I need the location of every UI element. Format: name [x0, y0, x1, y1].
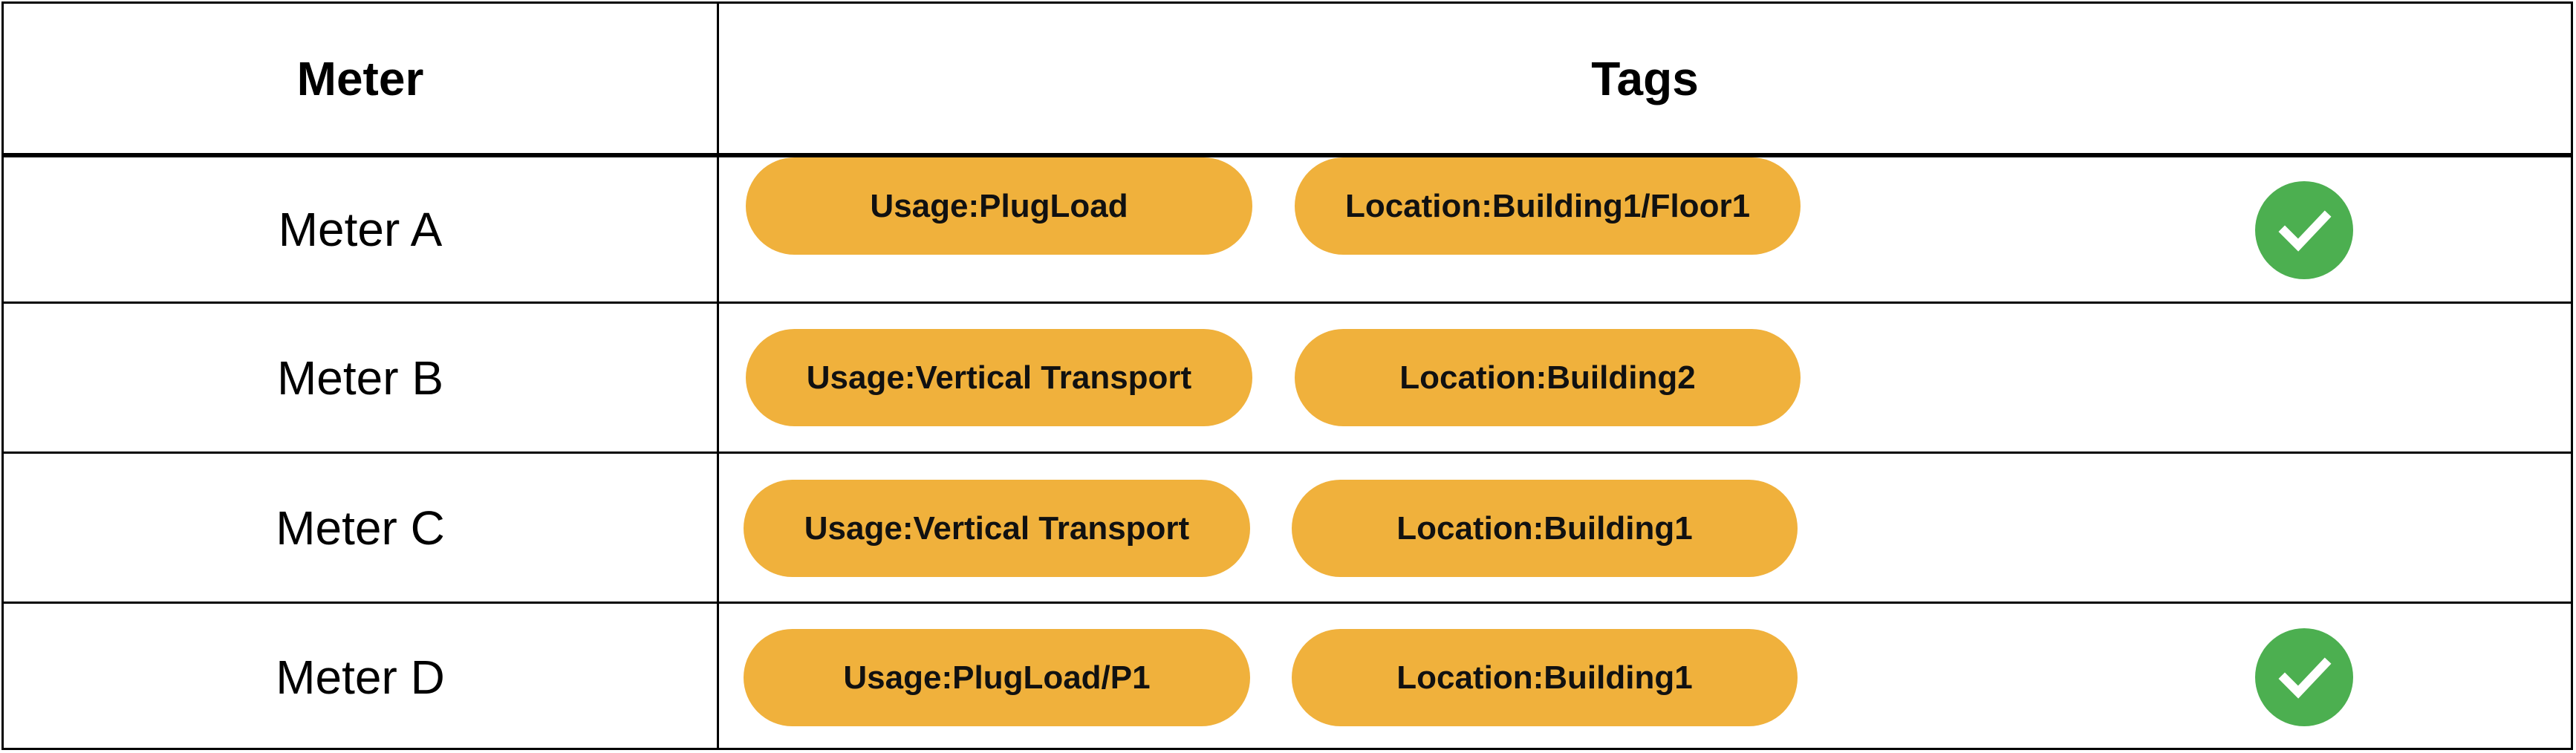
usage-tag: Usage:Vertical Transport [746, 329, 1252, 426]
usage-tag: Usage:PlugLoad/P1 [744, 629, 1250, 726]
row-divider [4, 301, 2571, 304]
meter-column-header: Meter [296, 51, 424, 105]
table-row-meter-d: Meter D Usage:PlugLoad/P1 Location:Build… [4, 604, 2571, 750]
tags-column-header: Tags [1591, 51, 1699, 105]
check-circle-icon [2255, 628, 2353, 726]
table-row-meter-a: Meter A Usage:PlugLoad Location:Building… [4, 157, 2571, 301]
location-tag: Location:Building1 [1292, 480, 1798, 577]
table-row-meter-b: Meter B Usage:Vertical Transport Locatio… [4, 304, 2571, 452]
header-divider [4, 153, 2571, 157]
row-divider [4, 602, 2571, 604]
table-row-meter-c: Meter C Usage:Vertical Transport Locatio… [4, 454, 2571, 602]
usage-tag: Usage:PlugLoad [746, 157, 1252, 255]
column-divider [717, 4, 719, 748]
usage-tag: Usage:Vertical Transport [744, 480, 1250, 577]
meter-name: Meter C [276, 501, 445, 555]
row-divider [4, 452, 2571, 454]
meter-name: Meter A [278, 203, 443, 256]
location-tag: Location:Building1/Floor1 [1295, 157, 1801, 255]
location-tag: Location:Building1 [1292, 629, 1798, 726]
meter-name: Meter D [276, 650, 445, 704]
meter-name: Meter B [276, 351, 444, 405]
location-tag: Location:Building2 [1295, 329, 1801, 426]
check-circle-icon [2255, 181, 2353, 279]
